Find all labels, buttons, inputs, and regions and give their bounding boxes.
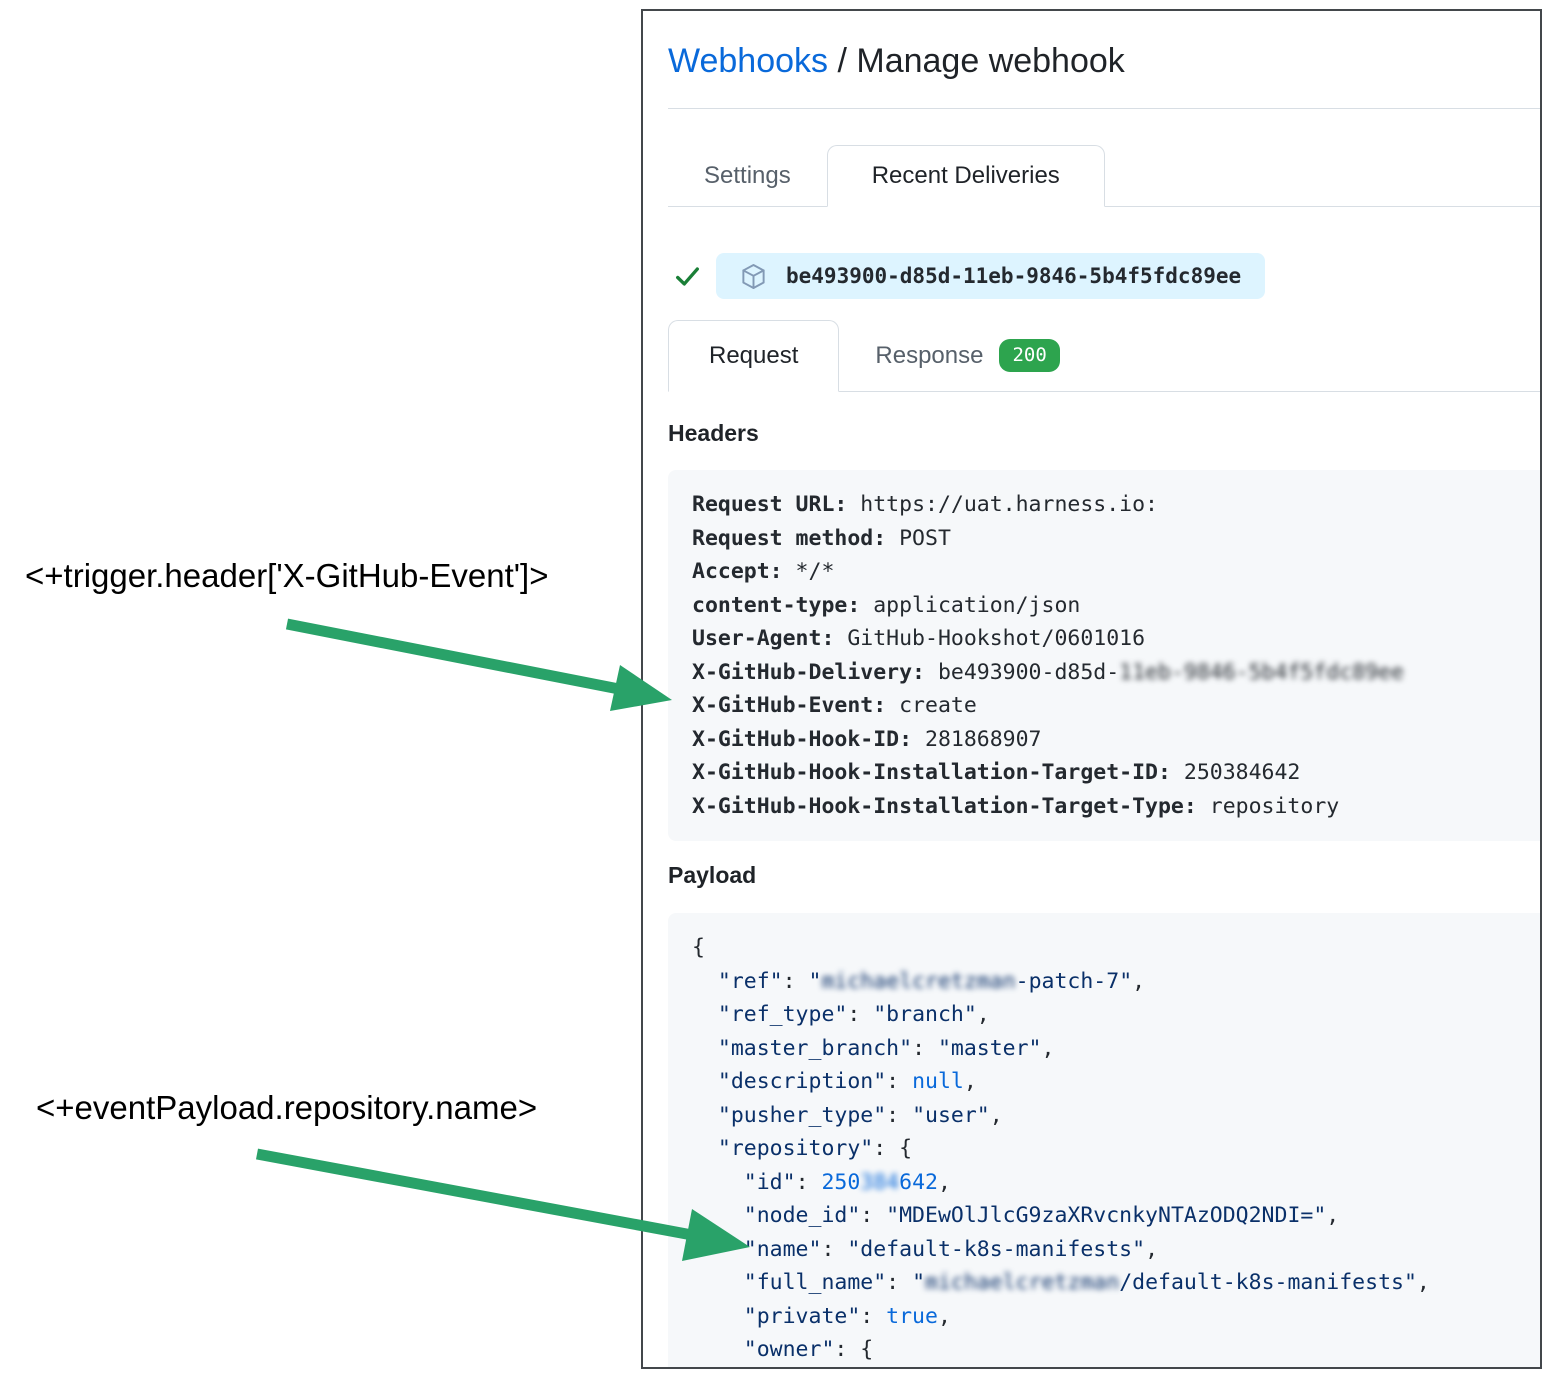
webhook-manage-panel: Webhooks / Manage webhook Settings Recen… [641,9,1542,1369]
response-status-badge: 200 [999,339,1060,372]
delivery-row: be493900-d85d-11eb-9846-5b4f5fdc89ee [668,253,1540,299]
annotation-event-payload-expression: <+eventPayload.repository.name> [36,1089,538,1126]
payload-section-title: Payload [668,862,757,888]
tab-request[interactable]: Request [668,320,840,392]
webhooks-breadcrumb-link[interactable]: Webhooks [668,42,829,80]
delivery-detail-tabnav: Request Response 200 [668,320,1540,392]
delivery-item[interactable]: be493900-d85d-11eb-9846-5b4f5fdc89ee [716,253,1266,299]
page-title: Manage webhook [856,42,1125,80]
headers-section-title: Headers [668,420,759,446]
package-icon [742,263,765,289]
webhook-tabnav: Settings Recent Deliveries [668,145,1540,207]
headers-code-block: Request URL: https://uat.harness.io:Requ… [668,470,1540,841]
breadcrumb: Webhooks / Manage webhook [668,37,1540,85]
tab-response[interactable]: Response 200 [839,320,1095,391]
delivery-guid: be493900-d85d-11eb-9846-5b4f5fdc89ee [786,264,1242,288]
check-icon [676,266,699,286]
payload-code-block: { "ref": "michaelcretzman-patch-7", "ref… [668,913,1540,1367]
annotation-trigger-header-expression: <+trigger.header['X-GitHub-Event']> [25,557,549,594]
breadcrumb-separator: / [828,42,857,80]
tab-recent-deliveries[interactable]: Recent Deliveries [826,145,1105,207]
tab-settings[interactable]: Settings [704,161,791,189]
title-divider [668,108,1540,109]
tab-response-label: Response [875,341,984,369]
arrow-to-x-github-event [285,618,672,711]
